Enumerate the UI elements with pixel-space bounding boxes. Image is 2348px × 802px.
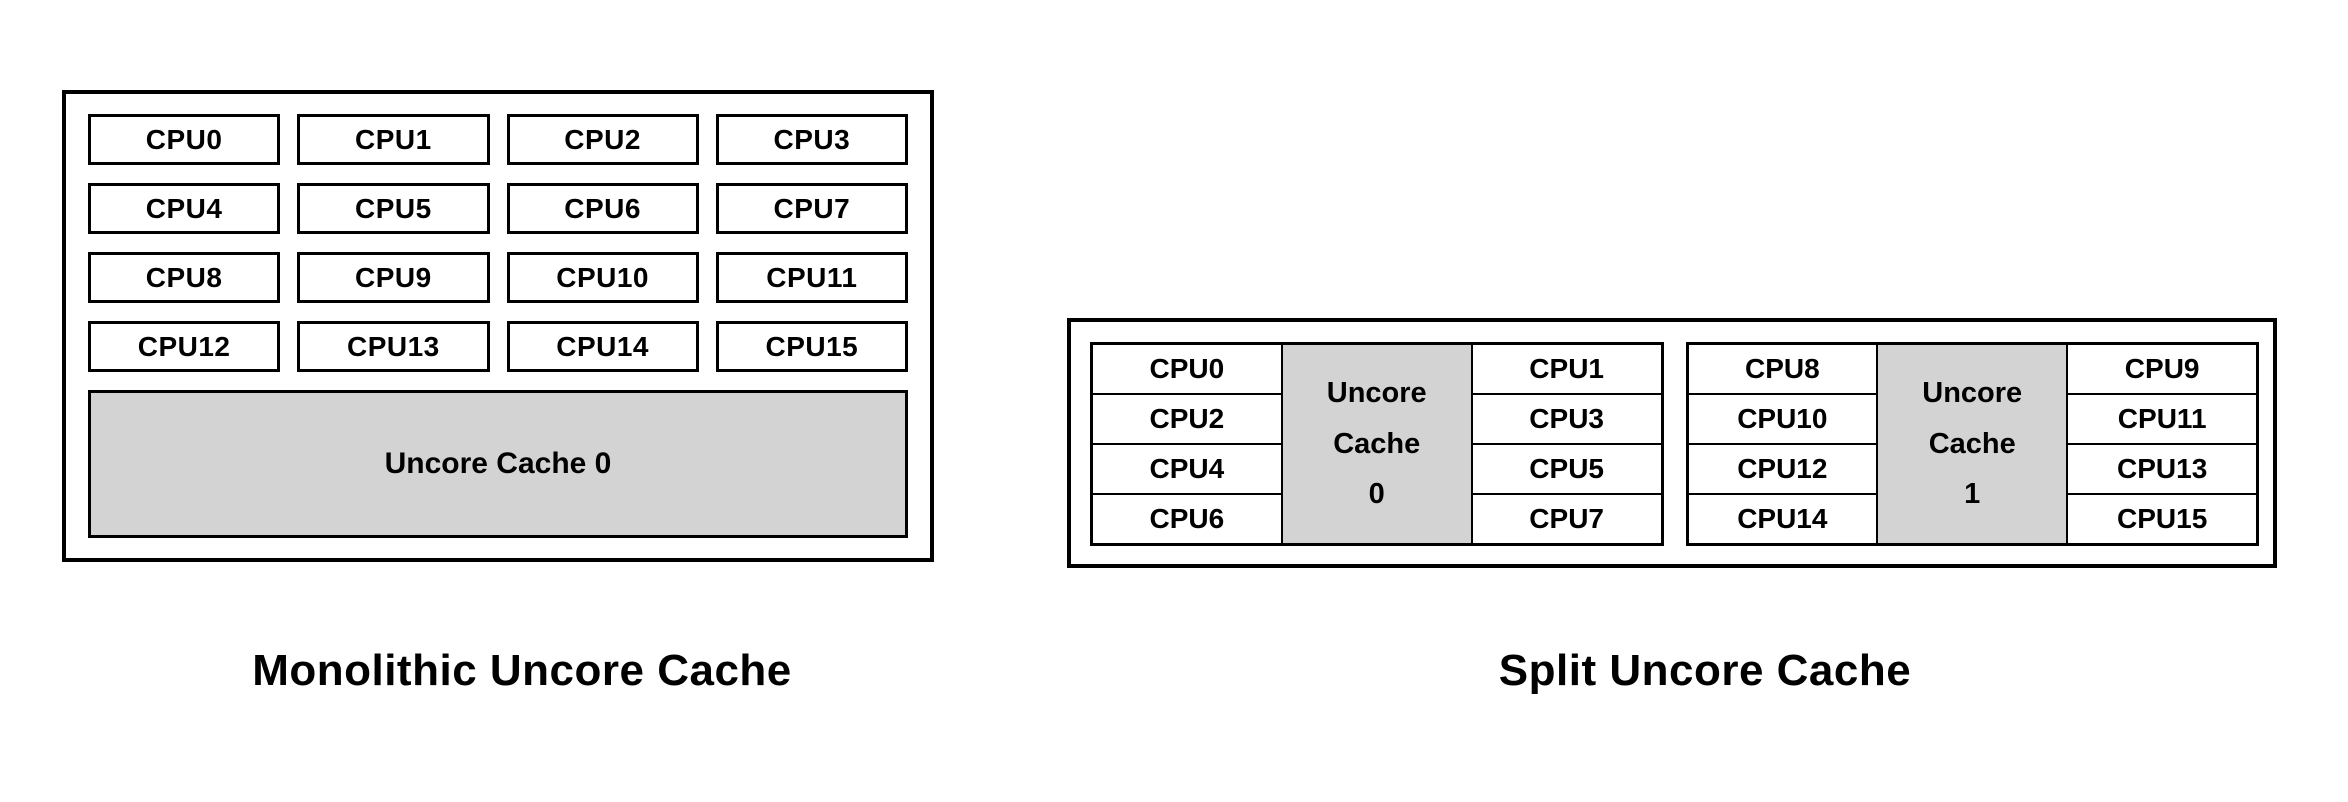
split-group-0: CPU0 Uncore Cache 0 CPU1 CPU2 CPU3 CPU4 … [1090,342,1664,546]
cpu-cell-3: CPU3 [1470,392,1664,446]
cpu-cell-4: CPU4 [1090,442,1283,496]
cpu-box-2: CPU2 [506,114,699,165]
cpu-box-14: CPU14 [506,321,699,372]
cpu-cell-6: CPU6 [1090,493,1283,546]
cpu-box-4: CPU4 [88,183,281,234]
cpu-box-11: CPU11 [715,252,908,303]
cpu-cell-7: CPU7 [1470,493,1664,546]
cpu-box-0: CPU0 [88,114,281,165]
uncore-cache-0-cell: Uncore Cache 0 [1280,342,1473,546]
cpu-cell-14: CPU14 [1685,493,1879,546]
cpu-box-8: CPU8 [88,252,281,303]
cpu-cell-13: CPU13 [2066,442,2259,496]
cpu-box-9: CPU9 [297,252,490,303]
cpu-cell-9: CPU9 [2066,342,2259,395]
cpu-box-1: CPU1 [297,114,490,165]
cpu-cell-10: CPU10 [1685,392,1879,446]
cpu-box-12: CPU12 [88,321,281,372]
cpu-box-13: CPU13 [297,321,490,372]
split-group-1: CPU8 Uncore Cache 1 CPU9 CPU10 CPU11 CPU… [1685,342,2259,546]
cpu-grid: CPU0 CPU1 CPU2 CPU3 CPU4 CPU5 CPU6 CPU7 … [88,114,908,372]
cpu-box-15: CPU15 [715,321,908,372]
split-uncore-diagram: CPU0 Uncore Cache 0 CPU1 CPU2 CPU3 CPU4 … [1067,318,2277,568]
cpu-cell-2: CPU2 [1090,392,1283,446]
cpu-cell-15: CPU15 [2066,493,2259,546]
split-group-0-table: CPU0 Uncore Cache 0 CPU1 CPU2 CPU3 CPU4 … [1090,342,1664,546]
cpu-cell-12: CPU12 [1685,442,1879,496]
cpu-cell-8: CPU8 [1685,342,1879,395]
cpu-box-5: CPU5 [297,183,490,234]
monolithic-caption: Monolithic Uncore Cache [252,646,792,695]
cpu-box-7: CPU7 [715,183,908,234]
split-caption: Split Uncore Cache [1498,646,1912,695]
cpu-cell-0: CPU0 [1090,342,1283,395]
cpu-box-3: CPU3 [715,114,908,165]
split-group-1-table: CPU8 Uncore Cache 1 CPU9 CPU10 CPU11 CPU… [1685,342,2259,546]
monolithic-uncore-diagram: CPU0 CPU1 CPU2 CPU3 CPU4 CPU5 CPU6 CPU7 … [62,90,934,562]
cpu-cell-5: CPU5 [1470,442,1664,496]
uncore-cache-1-cell: Uncore Cache 1 [1876,342,2069,546]
cpu-cell-1: CPU1 [1470,342,1664,395]
cpu-box-6: CPU6 [506,183,699,234]
uncore-cache-0-box: Uncore Cache 0 [88,390,908,538]
cpu-cell-11: CPU11 [2066,392,2259,446]
cpu-box-10: CPU10 [506,252,699,303]
